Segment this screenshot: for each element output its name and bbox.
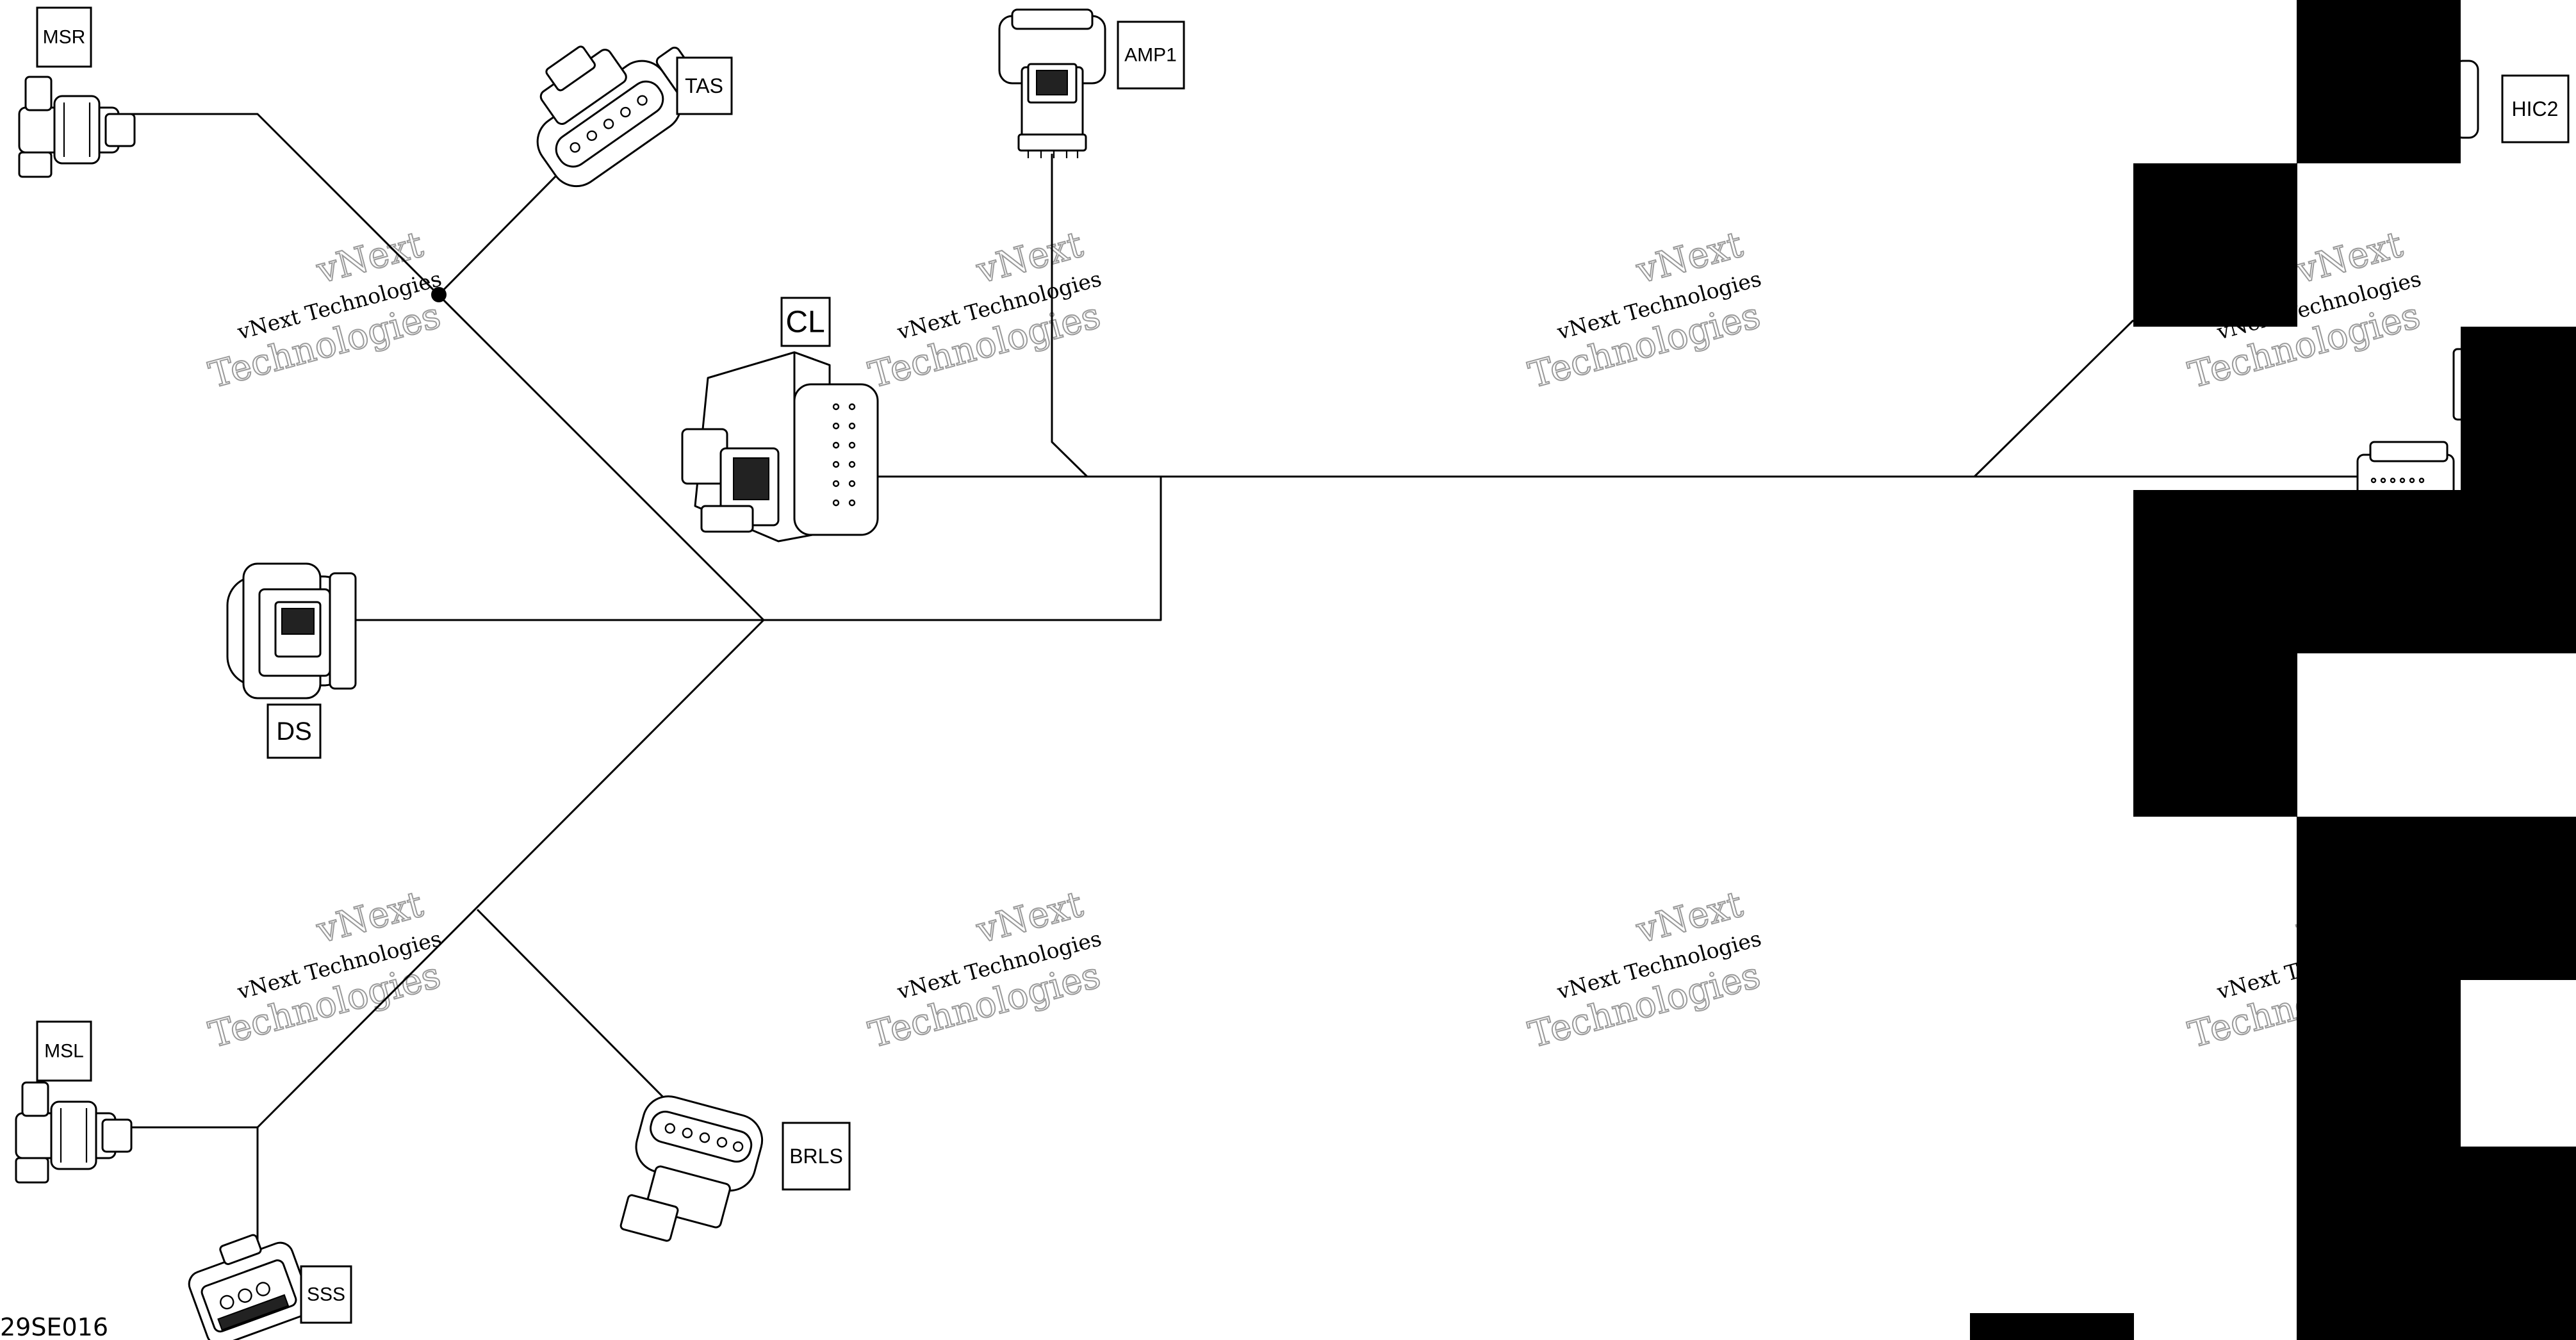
svg-text:DS: DS [276,717,312,746]
label-msr: MSR [36,6,92,68]
svg-text:MSL: MSL [44,1041,84,1062]
wire-trunk-to-main [764,477,1162,621]
connector-brls[interactable] [614,1091,767,1259]
svg-text:SSS: SSS [307,1284,345,1305]
wire-msr [119,113,765,621]
harness-wires [119,113,2364,1275]
svg-text:CL: CL [785,306,824,339]
wire-amp1 [1051,154,1088,478]
svg-text:TAS: TAS [685,74,723,97]
cl-pin-columns [832,403,856,507]
watermark-7: vNext vNext Technologies Technologies [1523,883,1765,1057]
redaction-blocks [1970,0,2576,1340]
label-brls: BRLS [782,1122,851,1191]
wire-brls [476,908,687,1121]
label-ds: DS [267,703,322,759]
connector-sss[interactable] [180,1224,314,1340]
watermark-1: vNext vNext Technologies Technologies [204,223,445,397]
label-hic2: HIC2 [2501,74,2570,143]
label-msl: MSL [36,1020,92,1082]
connector-msl[interactable] [15,1081,133,1184]
connector-msr[interactable] [18,76,136,178]
connector-ds[interactable] [226,562,357,699]
wire-msl [119,1126,259,1275]
svg-text:AMP1: AMP1 [1124,45,1177,66]
svg-text:BRLS: BRLS [789,1145,843,1168]
svg-text:MSR: MSR [43,27,86,48]
watermark-6: vNext vNext Technologies Technologies [864,883,1105,1057]
watermark-group: vNext vNext Technologies Technologies vN… [204,223,2425,1057]
connector-cl[interactable] [681,351,879,543]
connector-tas[interactable] [503,1,712,197]
watermark-3: vNext vNext Technologies Technologies [1523,223,1765,397]
svg-text:HIC2: HIC2 [2512,97,2559,120]
label-cl: CL [780,297,831,347]
label-sss: SSS [300,1265,352,1324]
watermark-2: vNext vNext Technologies Technologies [864,223,1105,397]
footer-right-code: 203000724 [2435,1313,2575,1340]
wire-lower-branch [256,619,765,1129]
wire-hic2-branch [1973,319,2135,478]
footer-left-code: 29SE016 [0,1313,108,1340]
label-tas: TAS [676,56,733,115]
label-amp1: AMP1 [1117,20,1185,90]
connector-amp1[interactable] [998,8,1106,158]
splice-dot [431,287,447,302]
